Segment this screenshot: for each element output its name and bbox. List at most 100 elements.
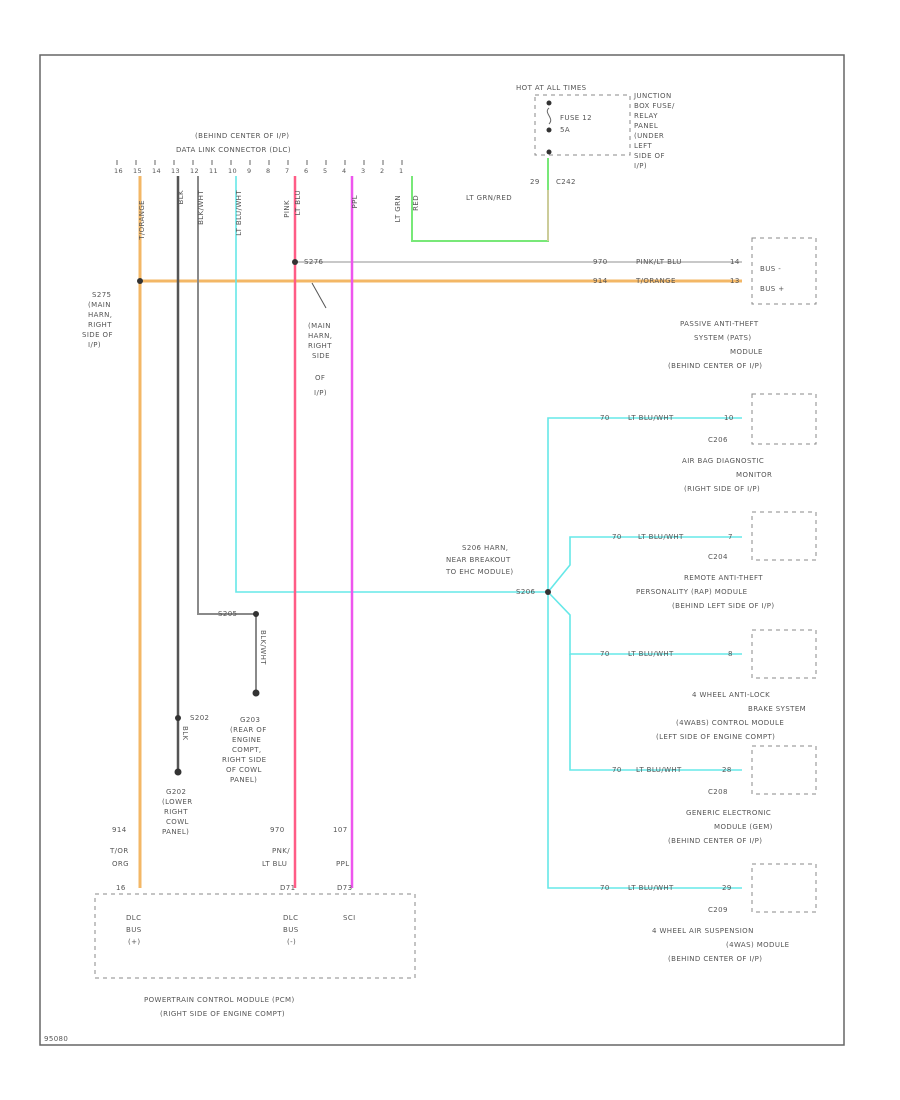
pcm-914-pin: 16 bbox=[116, 884, 126, 892]
splice-s206-dot bbox=[545, 589, 551, 595]
dlc-title-location: (BEHIND CENTER OF I/P) bbox=[195, 132, 289, 140]
module-2-outline bbox=[751, 629, 817, 679]
g203-label-0: G203 bbox=[240, 716, 260, 724]
module-4-pin: 29 bbox=[722, 884, 732, 892]
pcm-107-color: PPL bbox=[336, 860, 350, 868]
module-4-wire: LT BLU/WHT bbox=[628, 884, 674, 892]
g202-label-2: RIGHT bbox=[164, 808, 188, 816]
pats-pin-bus-plus: BUS + bbox=[760, 285, 784, 293]
dlc-pin-15: 15 bbox=[133, 167, 142, 175]
fuse-panel-outline bbox=[534, 94, 631, 156]
module-1-connector: C204 bbox=[708, 553, 728, 561]
pcm-970-pin: D71 bbox=[280, 884, 296, 892]
splice-s202-dot bbox=[175, 715, 181, 721]
module-3-label-0: GENERIC ELECTRONIC bbox=[686, 809, 771, 817]
data-link-connector: (BEHIND CENTER OF I/P) DATA LINK CONNECT… bbox=[114, 132, 403, 175]
dlc-wire-label-blk-wht: BLK/WHT bbox=[197, 190, 205, 225]
fuse-panel-label-6: SIDE OF bbox=[634, 152, 665, 160]
pcm-107-circuit: 107 bbox=[333, 826, 348, 834]
dlc-pin-9: 9 bbox=[247, 167, 252, 175]
module-3-outline bbox=[751, 745, 817, 795]
pcm-914-color-1: ORG bbox=[112, 860, 129, 868]
pats-module-outline bbox=[751, 237, 817, 305]
s206-id-label: S206 bbox=[516, 588, 536, 596]
s276-note-0: (MAIN bbox=[308, 322, 331, 330]
dlc-wire-label-lt-grn: LT GRN bbox=[394, 195, 402, 222]
dlc-pin-4: 4 bbox=[342, 167, 347, 175]
splice-s276-dot bbox=[292, 259, 298, 265]
pcm-label-0: POWERTRAIN CONTROL MODULE (PCM) bbox=[144, 996, 295, 1004]
wire-lt-blu-wht-to-s206 bbox=[235, 176, 548, 593]
fuse-circuit-label: 29 bbox=[530, 178, 540, 186]
g203-ground-dot bbox=[252, 689, 260, 697]
module-4-label-0: 4 WHEEL AIR SUSPENSION bbox=[652, 927, 754, 935]
4was-air-suspension-module: 70 LT BLU/WHT 29 C209 4 WHEEL AIR SUSPEN… bbox=[600, 863, 817, 963]
module-2-label-2: (4WABS) CONTROL MODULE bbox=[676, 719, 784, 727]
fuse-panel-label-3: PANEL bbox=[634, 122, 658, 130]
fuse-bottom-terminal bbox=[546, 127, 552, 133]
splice-s275-dot bbox=[137, 278, 143, 284]
module-3-pin: 28 bbox=[722, 766, 732, 774]
fuse-wire-color-label: LT GRN/RED bbox=[466, 194, 512, 202]
dlc-wire-label-ppl: PPL bbox=[351, 195, 359, 209]
module-3-wire: LT BLU/WHT bbox=[636, 766, 682, 774]
dlc-pin-12: 12 bbox=[190, 167, 199, 175]
dlc-pin-6: 6 bbox=[304, 167, 309, 175]
module-2-label-0: 4 WHEEL ANTI-LOCK bbox=[692, 691, 770, 699]
module-4-label-2: (BEHIND CENTER OF I/P) bbox=[668, 955, 762, 963]
fuse-panel-label-7: I/P) bbox=[634, 162, 647, 170]
fuse-top-terminal bbox=[546, 100, 552, 106]
wire-lt-blu-bus-remote bbox=[547, 536, 742, 593]
module-0-connector: C206 bbox=[708, 436, 728, 444]
fuse-panel-label-2: RELAY bbox=[634, 112, 658, 120]
module-1-label-1: PERSONALITY (RAP) MODULE bbox=[636, 588, 748, 596]
fuse-amps-label: 5A bbox=[560, 126, 570, 134]
dlc-pin-5: 5 bbox=[323, 167, 328, 175]
s275-label-1: (MAIN bbox=[88, 301, 111, 309]
s275-label-2: HARN, bbox=[88, 311, 112, 319]
g203-label-6: PANEL) bbox=[230, 776, 257, 784]
pcm-970-color-0: PNK/ bbox=[272, 847, 290, 855]
module-2-pin: 8 bbox=[728, 650, 733, 658]
s276-label: S276 bbox=[304, 258, 324, 266]
s275-label-3: RIGHT bbox=[88, 321, 112, 329]
module-1-wire: LT BLU/WHT bbox=[638, 533, 684, 541]
fuse-connector-label: C242 bbox=[556, 178, 576, 186]
fuse-icon bbox=[546, 107, 552, 125]
wire-lt-blu-bus-abs bbox=[547, 591, 742, 655]
remote-anti-theft-module: 70 LT BLU/WHT 7 C204 REMOTE ANTI-THEFT P… bbox=[612, 511, 817, 610]
module-2-circuit: 70 bbox=[600, 650, 610, 658]
pcm-pin-dlc-plus-2: BUS bbox=[126, 926, 142, 934]
dlc-pin-10: 10 bbox=[228, 167, 237, 175]
module-2-label-3: (LEFT SIDE OF ENGINE COMPT) bbox=[656, 733, 775, 741]
g203-label-2: ENGINE bbox=[232, 736, 261, 744]
module-0-label-2: (RIGHT SIDE OF I/P) bbox=[684, 485, 760, 493]
pats-module: 970 PINK/LT BLU 14 914 T/ORANGE 13 BUS -… bbox=[593, 237, 817, 370]
g202-label-1: (LOWER bbox=[162, 798, 193, 806]
pcm-914-color-0: T/OR bbox=[109, 847, 129, 855]
junction-box-fuse-block: HOT AT ALL TIMES FUSE 12 5A JUNCTION BOX… bbox=[466, 84, 675, 202]
module-1-label-2: (BEHIND LEFT SIDE OF I/P) bbox=[672, 602, 775, 610]
g202-label-0: G202 bbox=[166, 788, 186, 796]
module-4-connector: C209 bbox=[708, 906, 728, 914]
dlc-pin-11: 11 bbox=[209, 167, 218, 175]
module-3-label-1: MODULE (GEM) bbox=[714, 823, 773, 831]
pats-wire2-color: T/ORANGE bbox=[635, 277, 676, 285]
s206-label-1: NEAR BREAKOUT bbox=[446, 556, 511, 564]
g203-label-3: COMPT, bbox=[232, 746, 262, 754]
g202-ground-dot bbox=[174, 768, 182, 776]
g203-label-4: RIGHT SIDE bbox=[222, 756, 266, 764]
pats-wire1-circuit: 970 bbox=[593, 258, 608, 266]
module-3-connector: C208 bbox=[708, 788, 728, 796]
dlc-pin-2: 2 bbox=[380, 167, 385, 175]
dlc-wire-label-lt-blu-wht: LT BLU/WHT bbox=[235, 190, 243, 236]
module-0-pin: 10 bbox=[724, 414, 734, 422]
s276-note-5: I/P) bbox=[314, 389, 327, 397]
fuse-panel-label-4: (UNDER bbox=[634, 132, 664, 140]
pcm-pin-dlc-plus-1: DLC bbox=[126, 914, 141, 922]
module-2-wire: LT BLU/WHT bbox=[628, 650, 674, 658]
pats-label-2: MODULE bbox=[730, 348, 763, 356]
fuse-panel-label-0: JUNCTION bbox=[633, 92, 672, 100]
dlc-pin-stubs bbox=[116, 160, 403, 165]
